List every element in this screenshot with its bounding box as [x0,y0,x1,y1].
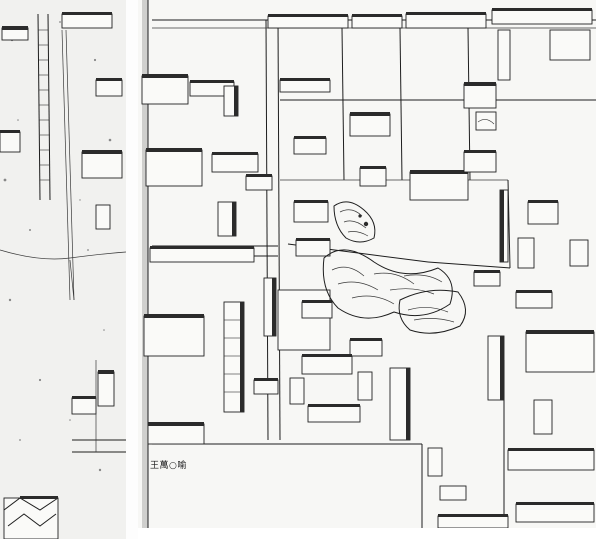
compound-northwest [141,74,239,117]
compound-east [427,189,595,528]
top-row-houses [267,8,593,81]
left-bottom-cluster [3,496,59,539]
panel-left-edge [142,0,148,528]
compound-west-long [149,246,277,337]
compound-center-north [279,78,497,201]
left-lower-houses [71,360,126,453]
paper-speckle [3,21,112,511]
vertical-road [37,13,75,301]
left-map-drawing [0,12,126,539]
faded-path [0,249,126,260]
map-inscription: 王萬○喻 [150,461,187,471]
faded-lane [69,259,75,301]
compound-west-mid [145,148,273,237]
right-map-drawing [141,0,596,528]
compound-center [277,200,411,441]
left-top-houses [0,12,123,230]
right-map-panel [138,0,596,528]
panel-gutter [126,0,138,539]
pavilion-shrine [475,111,497,131]
compound-southwest [143,301,279,445]
left-map-fragment [0,0,126,539]
garden-rockery [322,201,466,334]
